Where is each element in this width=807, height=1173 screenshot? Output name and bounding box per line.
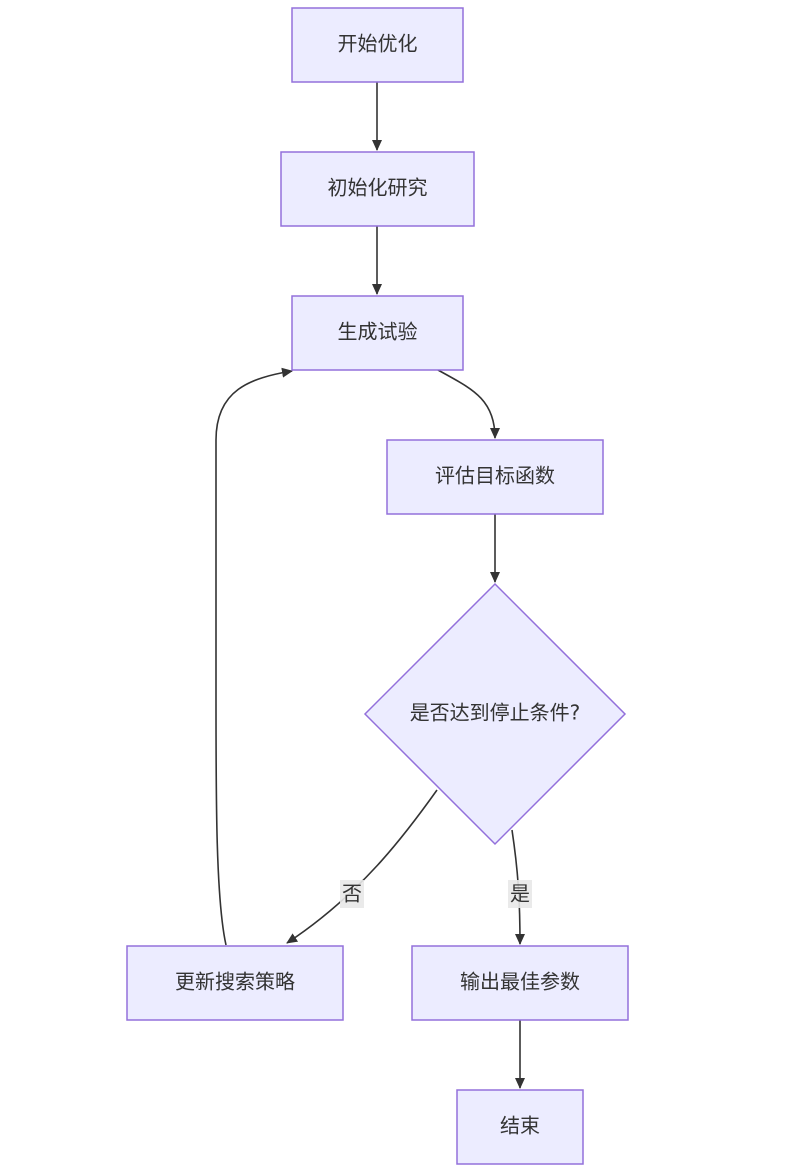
node-start-label: 开始优化 [338,32,418,56]
node-output-label: 输出最佳参数 [460,970,580,994]
node-gen: 生成试验 [291,295,464,371]
edge-gen-to-eval [437,369,500,439]
edge-label-no-text: 否 [342,882,362,906]
node-end: 结束 [456,1089,584,1165]
edges [215,82,525,1089]
node-init: 初始化研究 [280,151,475,227]
node-update-label: 更新搜索策略 [175,970,295,994]
node-eval-label: 评估目标函数 [435,464,555,488]
node-start: 开始优化 [291,7,464,83]
edge-label-yes: 是 [508,880,532,908]
edge-label-yes-text: 是 [510,882,530,906]
node-init-label: 初始化研究 [328,176,428,200]
node-gen-label: 生成试验 [338,320,418,344]
node-decision-label: 是否达到停止条件? [410,701,581,725]
node-end-label: 结束 [500,1114,540,1138]
node-decision: 是否达到停止条件? [363,582,627,846]
edge-decision-to-update [286,789,438,944]
edge-update-to-gen [215,367,293,946]
edge-label-no: 否 [340,880,364,908]
node-output: 输出最佳参数 [411,945,629,1021]
node-eval: 评估目标函数 [386,439,604,515]
node-update: 更新搜索策略 [126,945,344,1021]
